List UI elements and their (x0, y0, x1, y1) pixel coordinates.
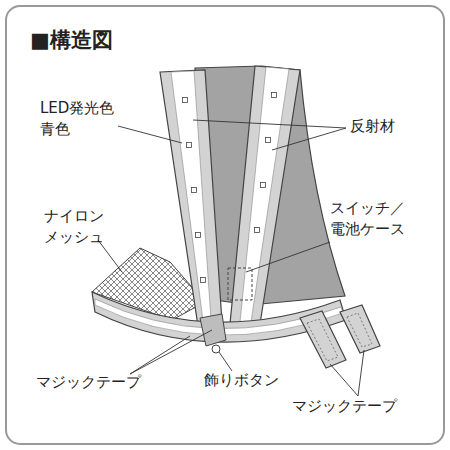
part-label: LED発光色 青色 (40, 98, 114, 140)
part-label: ナイロン メッシュ (44, 206, 104, 248)
right-strap (230, 66, 300, 324)
diagram-title: ■構造図 (30, 26, 113, 54)
leader-lines (98, 120, 364, 396)
led-dots (183, 93, 277, 283)
reflective-stripe (240, 67, 289, 322)
velcro-tab (340, 305, 380, 353)
part-label: スイッチ／ 電池ケース (330, 198, 405, 240)
part-label: 反射材 (350, 116, 395, 137)
part-label: マジックテープ (36, 372, 141, 393)
part-label: 飾りボタン (204, 370, 279, 391)
left-strap (160, 70, 222, 326)
reflective-stripe (171, 71, 211, 321)
velcro-stitch (307, 319, 338, 361)
velcro-stitch (347, 313, 372, 347)
velcro-tab (300, 311, 346, 368)
hook-flap (200, 314, 226, 346)
part-label: マジックテープ (292, 396, 397, 417)
battery-case (228, 268, 252, 300)
frame (6, 6, 444, 444)
decor-button (212, 345, 220, 353)
